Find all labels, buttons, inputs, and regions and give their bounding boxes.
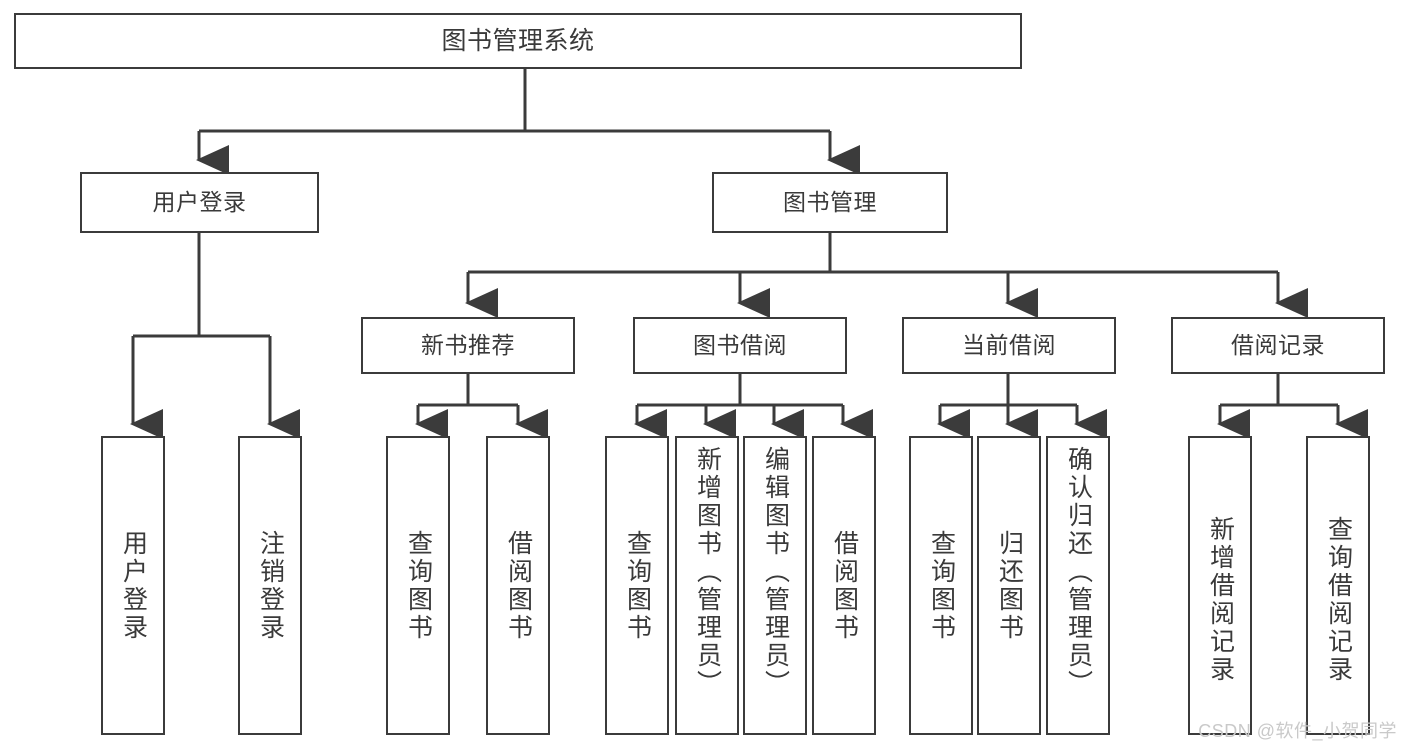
leaf-br-query-record-label: 查询借阅记录 xyxy=(1324,516,1353,684)
leaf-cb-query-book[interactable]: 查询图书 xyxy=(909,436,973,735)
leaf-bb-borrow-book[interactable]: 借阅图书 xyxy=(812,436,876,735)
leaf-cb-return-book[interactable]: 归还图书 xyxy=(977,436,1041,735)
leaf-bb-edit-book[interactable]: 编辑图书（管理员） xyxy=(743,436,807,735)
node-current-borrow-label: 当前借阅 xyxy=(962,332,1056,359)
node-book-management[interactable]: 图书管理 xyxy=(712,172,948,233)
node-root-label: 图书管理系统 xyxy=(441,26,595,55)
leaf-br-add-record-label: 新增借阅记录 xyxy=(1206,516,1235,684)
leaf-bb-query-book-label: 查询图书 xyxy=(623,530,652,642)
node-current-borrow[interactable]: 当前借阅 xyxy=(902,317,1116,374)
node-new-book-recommend-label: 新书推荐 xyxy=(421,332,515,359)
node-root[interactable]: 图书管理系统 xyxy=(14,13,1022,69)
node-book-borrow[interactable]: 图书借阅 xyxy=(633,317,847,374)
leaf-cb-confirm-return-label: 确认归还（管理员） xyxy=(1064,446,1093,698)
node-user-login[interactable]: 用户登录 xyxy=(80,172,319,233)
leaf-br-query-record[interactable]: 查询借阅记录 xyxy=(1306,436,1370,735)
leaf-bb-borrow-book-label: 借阅图书 xyxy=(830,530,859,642)
node-book-management-label: 图书管理 xyxy=(783,189,877,216)
leaf-bb-query-book[interactable]: 查询图书 xyxy=(605,436,669,735)
leaf-nbr-query-book-label: 查询图书 xyxy=(404,530,433,642)
leaf-logout[interactable]: 注销登录 xyxy=(238,436,302,735)
leaf-nbr-borrow-book[interactable]: 借阅图书 xyxy=(486,436,550,735)
node-new-book-recommend[interactable]: 新书推荐 xyxy=(361,317,575,374)
leaf-nbr-borrow-book-label: 借阅图书 xyxy=(504,530,533,642)
leaf-bb-edit-book-label: 编辑图书（管理员） xyxy=(761,446,790,698)
watermark: CSDN @软件_小贺同学 xyxy=(1198,721,1397,741)
leaf-bb-add-book-label: 新增图书（管理员） xyxy=(693,446,722,698)
node-book-borrow-label: 图书借阅 xyxy=(693,332,787,359)
node-user-login-label: 用户登录 xyxy=(152,189,247,216)
leaf-cb-query-book-label: 查询图书 xyxy=(927,530,956,642)
leaf-cb-return-book-label: 归还图书 xyxy=(995,530,1024,642)
leaf-nbr-query-book[interactable]: 查询图书 xyxy=(386,436,450,735)
leaf-bb-add-book[interactable]: 新增图书（管理员） xyxy=(675,436,739,735)
leaf-user-login[interactable]: 用户登录 xyxy=(101,436,165,735)
leaf-logout-label: 注销登录 xyxy=(256,530,285,642)
leaf-cb-confirm-return[interactable]: 确认归还（管理员） xyxy=(1046,436,1110,735)
leaf-br-add-record[interactable]: 新增借阅记录 xyxy=(1188,436,1252,735)
leaf-user-login-label: 用户登录 xyxy=(119,530,148,642)
node-borrow-record-label: 借阅记录 xyxy=(1231,332,1325,359)
node-borrow-record[interactable]: 借阅记录 xyxy=(1171,317,1385,374)
